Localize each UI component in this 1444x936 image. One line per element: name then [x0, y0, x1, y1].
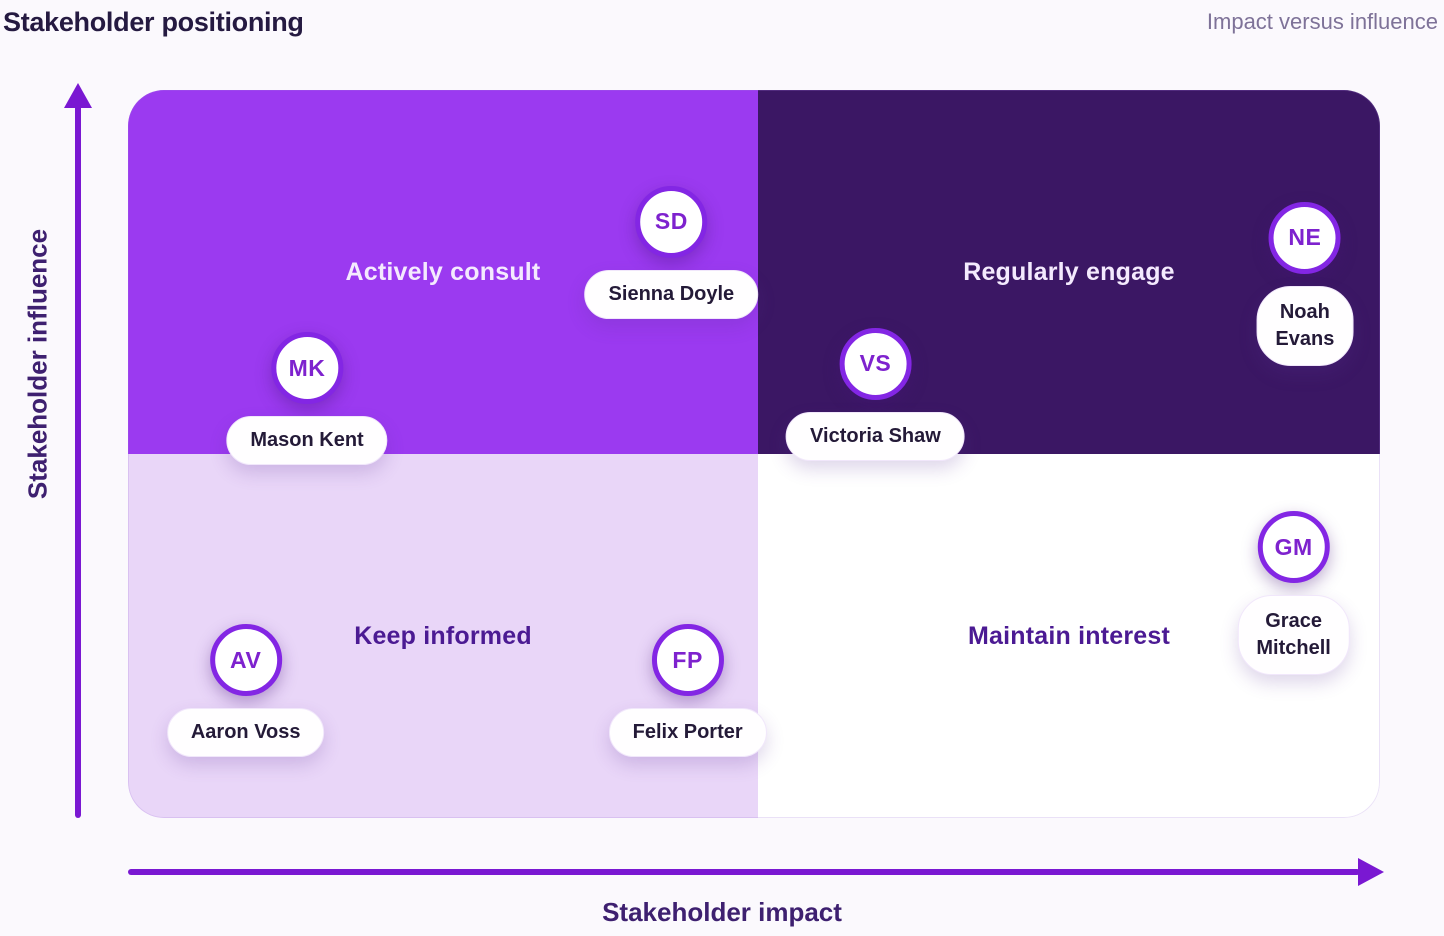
stakeholder-name-label: Sienna Doyle: [584, 269, 759, 319]
stakeholder-mk: MK Mason Kent: [226, 332, 388, 466]
stakeholder-gm: GM Grace Mitchell: [1237, 511, 1350, 676]
quadrant-label-maintain-interest: Maintain interest: [967, 621, 1171, 650]
x-axis-line: [128, 869, 1360, 875]
stakeholder-avatar-fp[interactable]: FP: [651, 624, 724, 697]
stakeholder-name-label: Grace Mitchell: [1237, 595, 1350, 676]
stakeholder-avatar-ne[interactable]: NE: [1268, 201, 1341, 274]
quadrant-chart: Actively consult Regularly engage Keep i…: [128, 90, 1380, 818]
stakeholder-ne: NE Noah Evans: [1256, 201, 1354, 366]
page-title: Stakeholder positioning: [3, 7, 304, 37]
stakeholder-name-label: Mason Kent: [226, 416, 388, 466]
stakeholder-avatar-mk[interactable]: MK: [271, 332, 344, 405]
stakeholder-avatar-gm[interactable]: GM: [1257, 511, 1330, 584]
stakeholder-name-label: Noah Evans: [1256, 285, 1354, 366]
y-axis-line: [75, 103, 81, 818]
page-subtitle: Impact versus influence: [1206, 9, 1438, 34]
stakeholder-vs: VS Victoria Shaw: [786, 327, 965, 461]
quadrant-label-keep-informed: Keep informed: [354, 621, 532, 650]
stakeholder-avatar-av[interactable]: AV: [209, 624, 282, 697]
stakeholder-name-label: Victoria Shaw: [786, 411, 965, 461]
x-axis-label: Stakeholder impact: [602, 897, 842, 927]
stakeholder-avatar-sd[interactable]: SD: [635, 185, 708, 258]
y-axis-label: Stakeholder influence: [22, 228, 53, 500]
x-axis-arrowhead-icon: [1358, 858, 1384, 886]
stakeholder-avatar-vs[interactable]: VS: [839, 327, 912, 400]
stakeholder-sd: SD Sienna Doyle: [584, 185, 759, 319]
quadrant-label-actively-consult: Actively consult: [345, 257, 541, 286]
stakeholder-name-label: Aaron Voss: [166, 708, 325, 758]
stakeholder-name-label: Felix Porter: [608, 708, 767, 758]
quadrant-label-regularly-engage: Regularly engage: [963, 257, 1175, 286]
stakeholder-av: AV Aaron Voss: [166, 624, 325, 758]
stakeholder-fp: FP Felix Porter: [608, 624, 767, 758]
